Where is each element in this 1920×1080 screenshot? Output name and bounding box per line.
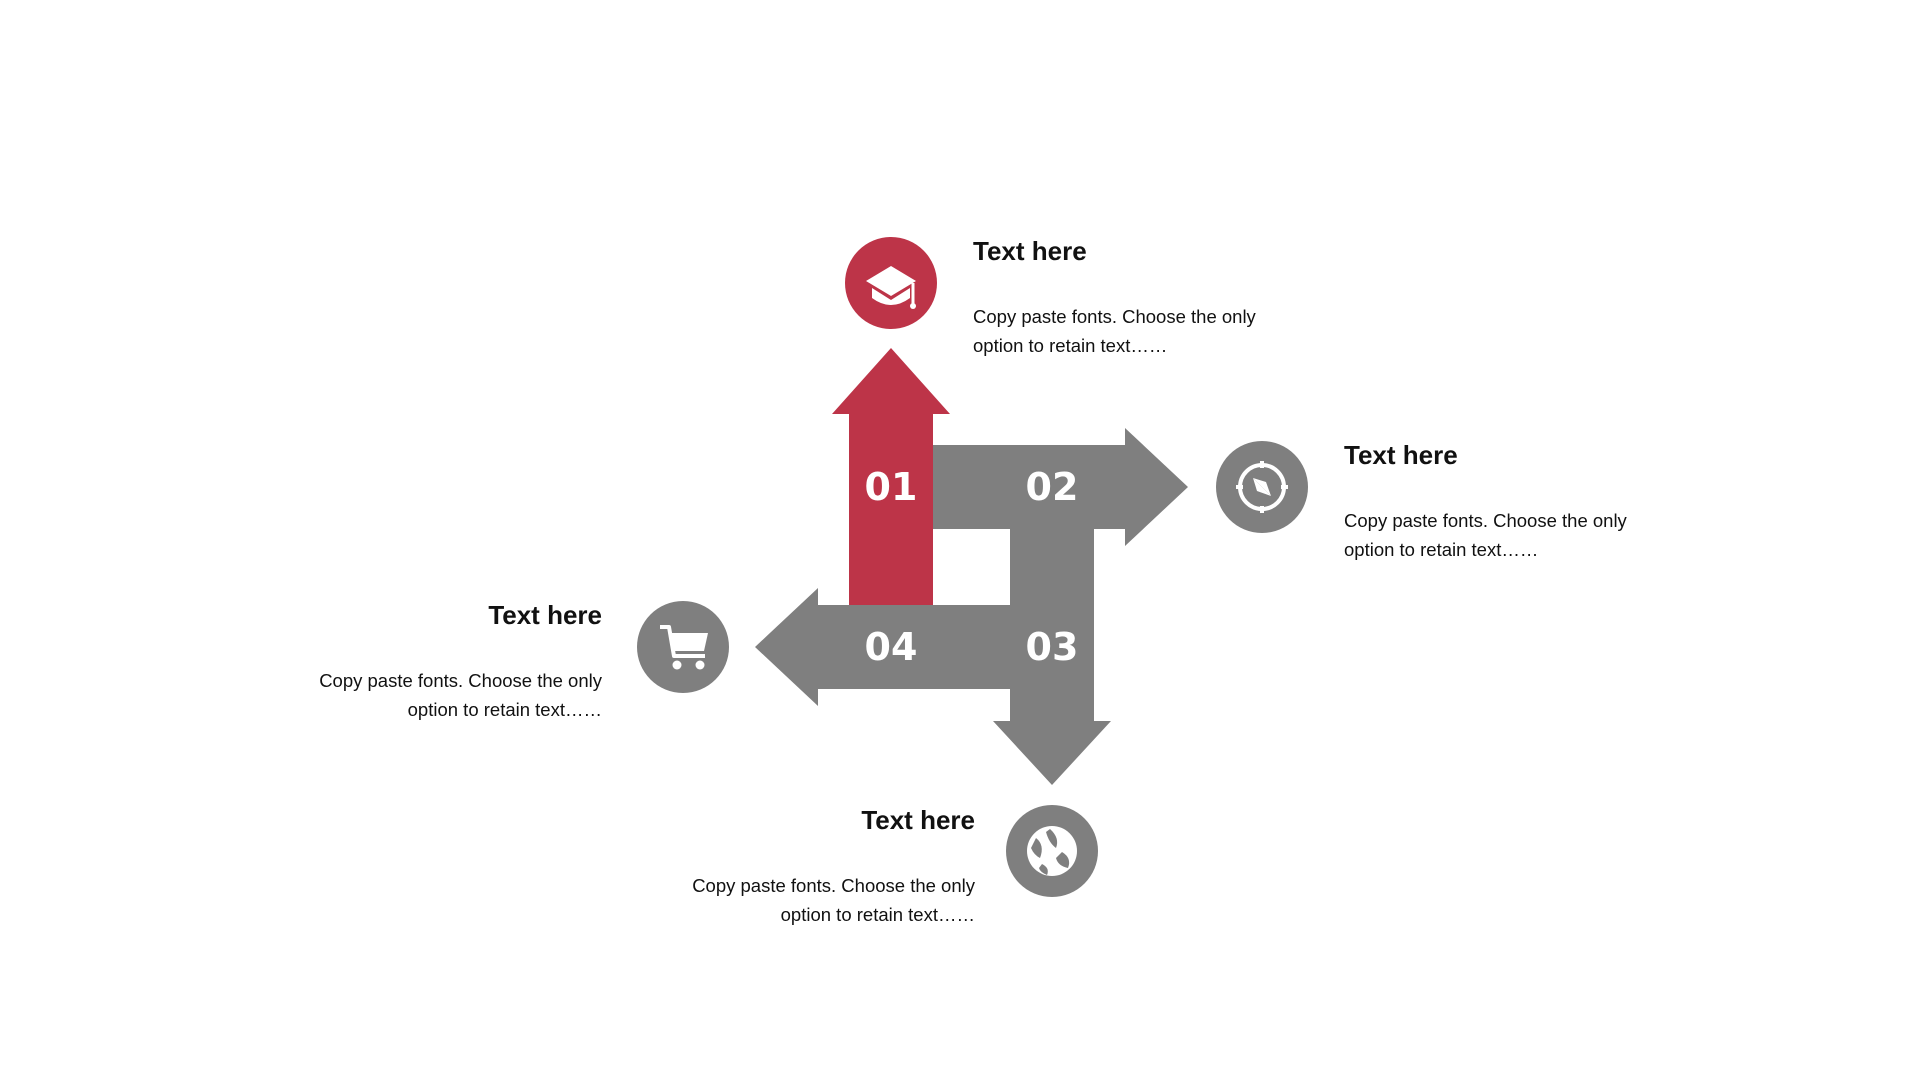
step-02-text: Text here Copy paste fonts. Choose the o… xyxy=(1344,440,1664,564)
graduation-cap-icon xyxy=(845,237,937,329)
step-02-description-line2: option to retain text…… xyxy=(1344,539,1539,560)
step-02-description-line1: Copy paste fonts. Choose the only xyxy=(1344,510,1627,531)
shopping-cart-icon xyxy=(637,601,729,693)
step-04-text: Text here Copy paste fonts. Choose the o… xyxy=(282,600,602,724)
step-01-title: Text here xyxy=(973,236,1087,266)
step-04-description-line1: Copy paste fonts. Choose the only xyxy=(319,670,602,691)
step-02-title: Text here xyxy=(1344,440,1458,470)
step-number-03: 03 xyxy=(1026,625,1079,669)
step-number-02: 02 xyxy=(1026,465,1079,509)
arrow-02 xyxy=(933,428,1188,546)
step-number-01: 01 xyxy=(865,465,918,509)
step-01-description-line1: Copy paste fonts. Choose the only xyxy=(973,306,1256,327)
step-03-description-line2: option to retain text…… xyxy=(780,904,975,925)
step-03-text: Text here Copy paste fonts. Choose the o… xyxy=(655,805,975,929)
step-01-description-line2: option to retain text…… xyxy=(973,335,1168,356)
step-number-04: 04 xyxy=(865,625,918,669)
step-03-description-line1: Copy paste fonts. Choose the only xyxy=(692,875,975,896)
step-01-text: Text here Copy paste fonts. Choose the o… xyxy=(973,236,1293,360)
globe-icon xyxy=(1006,805,1098,897)
arrow-03 xyxy=(993,529,1111,785)
compass-icon xyxy=(1216,441,1308,533)
step-04-description-line2: option to retain text…… xyxy=(407,699,602,720)
arrow-04 xyxy=(755,588,1010,706)
arrow-01 xyxy=(832,348,950,605)
step-04-title: Text here xyxy=(488,600,602,630)
step-03-title: Text here xyxy=(861,805,975,835)
